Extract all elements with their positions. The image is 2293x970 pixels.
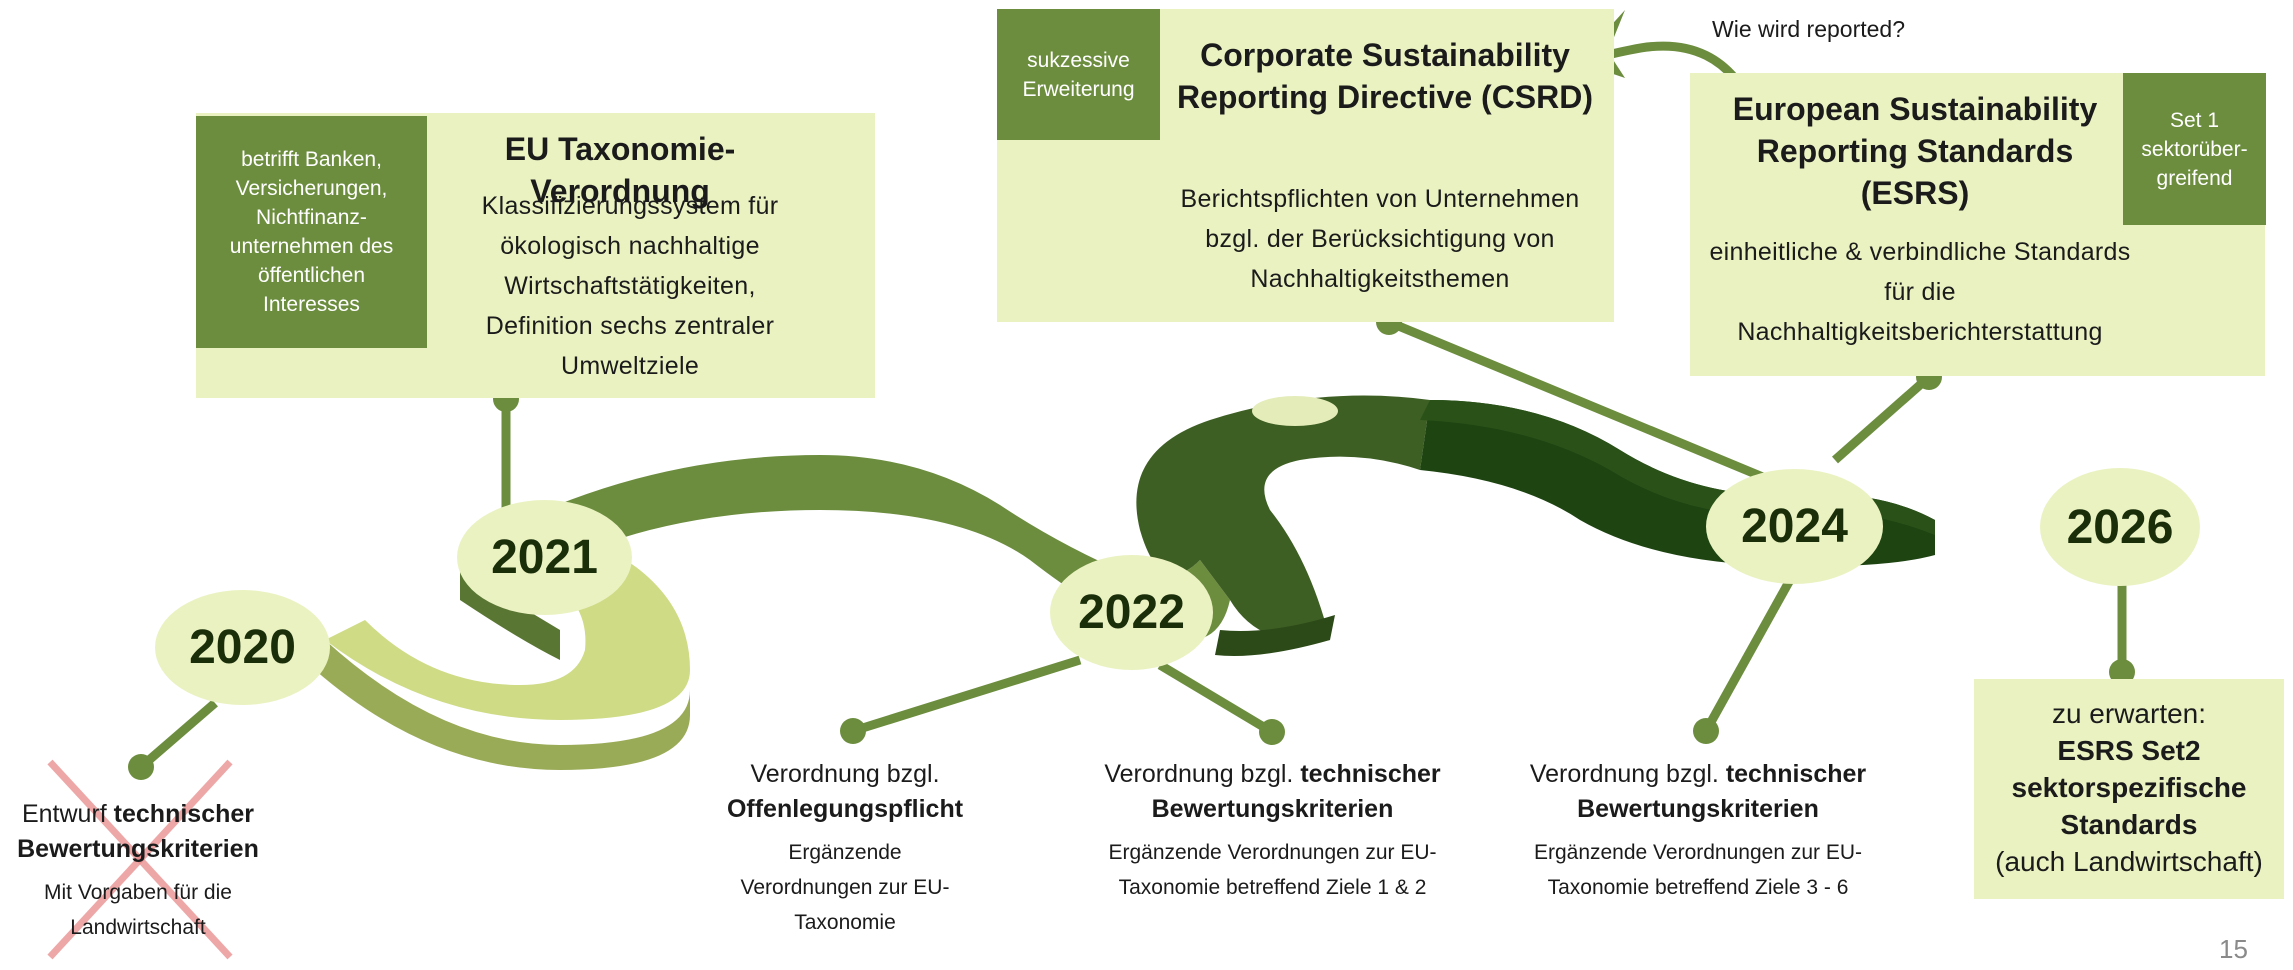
connector-dot-2020: [128, 754, 154, 780]
connector-2022: [1157, 661, 1275, 736]
label-2021-sub: Ergänzende Verordnungen zur EU-Taxonomie: [740, 841, 950, 934]
label-2020-sub: Mit Vorgaben für die Landwirtschaft: [44, 881, 232, 939]
csrd-body: Berichtspflichten von Unternehmen bzgl. …: [1180, 185, 1580, 293]
cross-out: [47, 759, 233, 960]
label-2020-plain: Entwurf: [21, 800, 114, 828]
taxonomie-side-text: betrifft Banken, Versicherungen, Nichtfi…: [229, 148, 394, 316]
label-2021: Verordnung bzgl. Offenlegungspflicht Ergä…: [700, 757, 990, 940]
label-2022-plain: Verordnung bzgl.: [1104, 760, 1301, 788]
csrd-title: Corporate Sustainability Reporting Direc…: [1176, 37, 1594, 115]
label-2024: Verordnung bzgl. technischer Bewertungsk…: [1513, 757, 1883, 905]
esrs-side-box: Set 1 sektorüber-greifend: [2123, 73, 2266, 225]
connector-2020: [138, 699, 218, 771]
csrd-side-box: sukzessive Erweiterung: [997, 9, 1160, 140]
connector-2024: [1702, 577, 1794, 734]
label-2024-bold: technischer Bewertungskriterien: [1577, 760, 1867, 823]
esrs2-bold: ESRS Set2 sektorspezifische Standards: [2011, 735, 2247, 840]
label-2022-sub: Ergänzende Verordnungen zur EU-Taxonomie…: [1108, 841, 1437, 899]
esrs2-content: zu erwarten: ESRS Set2 sektorspezifische…: [1974, 695, 2284, 880]
question-text: Wie wird reported?: [1712, 16, 1906, 42]
label-2021-bold: Offenlegungspflicht: [726, 795, 964, 823]
taxonomie-title: EU Taxonomie-Verordnung: [504, 131, 736, 209]
road-segment-2021: [460, 455, 1230, 641]
year-2021: 2021: [457, 500, 632, 615]
esrs2-box: [1974, 679, 2284, 899]
taxonomie-side-box: betrifft Banken, Versicherungen, Nichtfi…: [196, 116, 427, 348]
esrs-body: einheitliche & verbindliche Standards fü…: [1709, 238, 2131, 346]
connector-dot-2021-down: [840, 718, 866, 744]
label-2020: Entwurf technischer Bewertungskriterien …: [2, 797, 274, 945]
year-2022: 2022: [1050, 555, 1213, 670]
connector-csrd: [1387, 317, 1772, 485]
esrs-side-text: Set 1 sektorüber-greifend: [2141, 108, 2248, 190]
label-2022: Verordnung bzgl. technischer Bewertungsk…: [1085, 757, 1460, 905]
connector-esrs: [1832, 373, 1932, 464]
esrs2-line1: zu erwarten:: [2051, 698, 2207, 729]
label-2021-plain: Verordnung bzgl.: [750, 760, 940, 788]
label-2022-bold: technischer Bewertungskriterien: [1151, 760, 1441, 823]
connector-2021-down: [851, 655, 1082, 736]
year-2020: 2020: [155, 590, 330, 705]
label-2024-plain: Verordnung bzgl.: [1529, 760, 1726, 788]
esrs2-line2: (auch Landwirtschaft): [1995, 846, 2263, 877]
csrd-side-text: sukzessive Erweiterung: [1022, 48, 1135, 101]
year-2026: 2026: [2040, 468, 2200, 586]
label-2024-sub: Ergänzende Verordnungen zur EU-Taxonomie…: [1533, 841, 1863, 899]
road-segment-2022-edge: [1215, 615, 1335, 656]
connector-dot-2022: [1259, 719, 1285, 745]
road-segment-2022: [1136, 395, 1430, 642]
connector-dot-2026: [2109, 659, 2135, 685]
year-2024: 2024: [1706, 469, 1883, 584]
label-2020-bold: technischer Bewertungskriterien: [17, 800, 259, 863]
connector-dot-2024: [1693, 718, 1719, 744]
taxonomie-body: Klassifizierungssystem für ökologisch na…: [481, 192, 779, 380]
page-number: 15: [2219, 934, 2248, 964]
road-segment-2020-shadow: [315, 640, 690, 770]
esrs-title: European Sustainability Reporting Standa…: [1732, 91, 2098, 211]
road-highlight: [1252, 396, 1338, 426]
